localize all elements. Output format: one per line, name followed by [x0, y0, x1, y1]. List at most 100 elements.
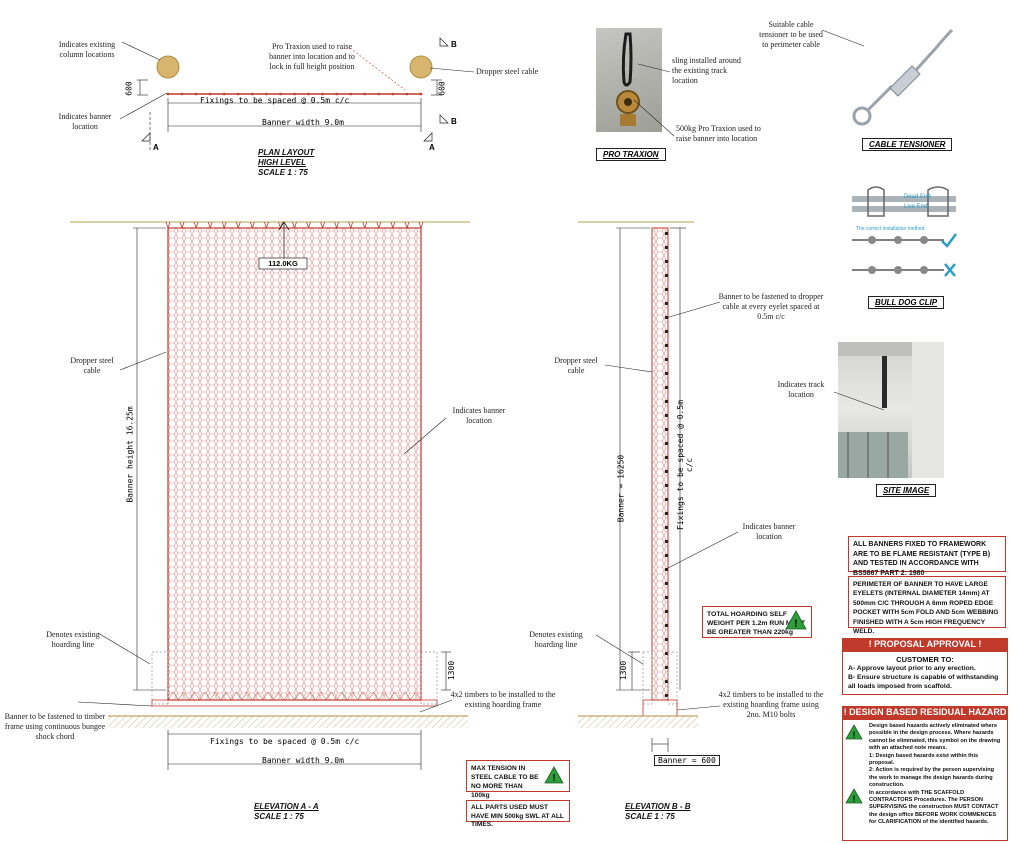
warning-icon: ! [845, 724, 863, 740]
plan-fixing [377, 92, 381, 96]
hazard-item1: 1: Design based hazards exist within thi… [869, 752, 979, 767]
eyelet-hook [179, 221, 185, 230]
eyelet [665, 568, 668, 571]
eyelet-hook [390, 221, 396, 230]
hazard-item2: 2: Action is required by the person supe… [869, 767, 995, 789]
eyelet [665, 274, 668, 277]
eyelet [665, 400, 668, 403]
plan-fixing [293, 92, 296, 96]
eyelet [665, 638, 668, 641]
proposal-header: ! PROPOSAL APPROVAL ! [842, 638, 1008, 651]
elev-a-dim-1300: 1300 [447, 660, 457, 681]
truss-member [410, 691, 422, 701]
elev-b-note-dropper: Dropper steel cable [554, 356, 598, 375]
truss-member [231, 691, 243, 701]
plan-fixing [180, 92, 184, 96]
truss-member [304, 691, 316, 701]
banner-mesh-a [167, 227, 422, 701]
plan-fixing [208, 92, 212, 96]
eyelet [665, 470, 668, 473]
section-b-top: B [451, 40, 457, 49]
eyelet-hook [207, 221, 213, 230]
truss-member [241, 691, 253, 701]
plan-fixing [391, 92, 395, 96]
note-max-tension-text: MAX TENSION IN STEEL CABLE TO BE NO MORE… [471, 765, 539, 799]
plan-fixing [236, 92, 240, 96]
truss-member [389, 691, 401, 701]
elev-a-dim-height: Banner height 16.25m [125, 406, 135, 503]
tensioner-leader [821, 29, 865, 47]
section-b-bottom: B [451, 117, 457, 126]
eyelet-hook [235, 221, 241, 230]
elev-b-note-banner: Indicates banner location [742, 522, 796, 541]
eyelet [665, 540, 668, 543]
cable-tensioner-graphic [852, 28, 954, 126]
plan-note-traxion: Pro Traxion used to raise banner into lo… [269, 42, 355, 71]
proposal-panel: CUSTOMER TO: A- Approve layout prior to … [842, 651, 1008, 695]
eyelet [665, 372, 668, 375]
eyelet [665, 302, 668, 305]
eyelet [665, 624, 668, 627]
plan-fixing [279, 92, 282, 96]
eyelet [665, 428, 668, 431]
eyelet [665, 610, 668, 613]
eyelet [665, 288, 668, 291]
elev-a-note-banner: Indicates banner location [452, 406, 506, 425]
eyelet [665, 526, 668, 529]
truss-member [336, 691, 348, 701]
plan-fixing [321, 92, 324, 96]
plan-note-banner: Indicates banner location [58, 112, 112, 131]
plan-fixing [251, 92, 254, 96]
bull-dog-label-dead: Dead End [904, 194, 931, 200]
load-tag: 112.0KG [268, 259, 298, 268]
eyelet [665, 442, 668, 445]
plan-fixing [194, 92, 198, 96]
elev-a-note-4x2: 4x2 timbers to be installed to the exist… [450, 690, 556, 709]
warning-icon: ! [845, 788, 863, 804]
eyelet [665, 386, 668, 389]
plan-title-3: SCALE 1 : 75 [258, 168, 308, 177]
site-leader [833, 391, 885, 411]
eyelet [665, 260, 668, 263]
eyelet [665, 512, 668, 515]
plan-dim-width: Banner width 9.0m [262, 118, 344, 127]
pro-traxion-note-500: 500kg Pro Traxion used to raise banner i… [676, 124, 761, 143]
eyelet [665, 666, 668, 669]
plan-fixing [307, 92, 310, 96]
truss-member [346, 691, 358, 701]
plan-layout [119, 37, 475, 150]
note-perimeter: PERIMETER OF BANNER TO HAVE LARGE EYELET… [848, 576, 1006, 635]
truss-member [378, 691, 390, 701]
truss-member [368, 691, 380, 701]
eyelet-hook [221, 221, 227, 230]
pro-traxion-caption: PRO TRAXION [596, 148, 666, 161]
elev-b-note-eyelet: Banner to be fastened to dropper cable a… [718, 292, 824, 321]
proposal-customer: CUSTOMER TO: [896, 655, 954, 664]
proposal-item-b: B- Ensure structure is capable of withst… [848, 674, 999, 690]
eyelet-hook [362, 221, 368, 230]
plan-fixing [405, 92, 409, 96]
elev-b-title: ELEVATION B - B SCALE 1 : 75 [625, 802, 690, 822]
plan-dim-600-left: 600 [124, 81, 134, 96]
warning-icon: ! [544, 766, 564, 784]
truss-member [178, 691, 190, 701]
elev-b-note-4x2: 4x2 timbers to be installed to the exist… [718, 690, 824, 719]
eyelet-hook [193, 221, 199, 230]
elevation-a [70, 221, 470, 770]
eyelet [665, 246, 668, 249]
column-left [156, 55, 180, 79]
hazard-para2: In accordance with THE SCAFFOLD CONTRACT… [869, 789, 999, 826]
svg-text:!: ! [853, 794, 856, 804]
note-flame: ALL BANNERS FIXED TO FRAMEWORK ARE TO BE… [848, 536, 1006, 577]
eyelet [665, 596, 668, 599]
section-a-right: A [429, 143, 435, 152]
pro-traxion-leaders [633, 63, 675, 137]
plan-fixing [349, 92, 353, 96]
elev-b-dim-1300: 1300 [619, 660, 629, 681]
eyelet [665, 330, 668, 333]
eyelet-hook [249, 221, 255, 230]
hazard-para1: Design based hazards actively eliminated… [869, 723, 1001, 752]
site-image-photo [838, 342, 944, 478]
eyelet-hook [264, 221, 269, 230]
